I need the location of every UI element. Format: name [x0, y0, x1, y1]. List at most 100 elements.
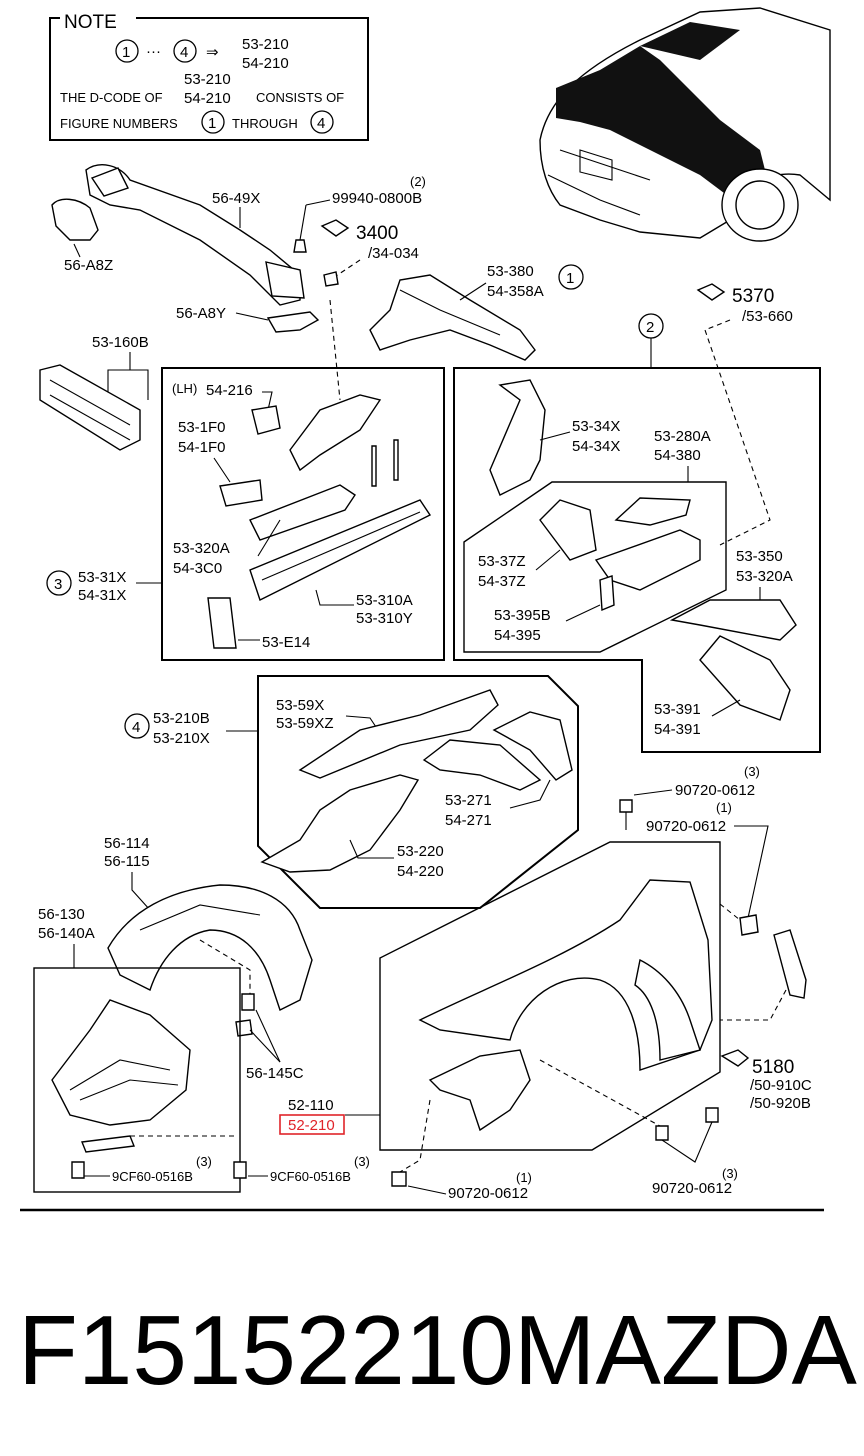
mudguard-group: 56-114 56-115 56-145C 56-130 56-140A (3)…	[33, 835, 370, 1193]
label-52-110: 52-110	[288, 1097, 334, 1114]
fig1-number: 1	[566, 270, 574, 287]
label-53-31x: 53-31X	[78, 569, 126, 586]
note-title: NOTE	[64, 12, 117, 33]
label-54-1f0: 54-1F0	[178, 439, 226, 456]
label-56-130: 56-130	[38, 906, 85, 923]
brand-name: MAZDA	[513, 1295, 857, 1405]
label-53-320a: 53-320A	[173, 540, 230, 557]
label-90720-d: 90720-0612	[652, 1180, 732, 1197]
label-56-49x: 56-49X	[212, 190, 260, 207]
fender-group: (3) 90720-0612 (1) 90720-0612 5180 /50-9…	[279, 764, 812, 1202]
note-circle-to	[173, 39, 197, 63]
label-54-3c0: 54-3C0	[173, 560, 222, 577]
label-54-380: 54-380	[654, 447, 701, 464]
label-53-395b: 53-395B	[494, 607, 551, 624]
ref-3400: 3400	[356, 223, 398, 244]
label-54-358a: 54-358A	[487, 283, 544, 300]
part-number: F15152210	[18, 1295, 514, 1405]
label-56-140a: 56-140A	[38, 925, 95, 942]
note-line1-pre: THE D-CODE OF	[60, 90, 163, 105]
label-53-391: 53-391	[654, 701, 701, 718]
label-90720-b: 90720-0612	[646, 818, 726, 835]
ref-5370-sub: /53-660	[742, 308, 793, 325]
highlight-box	[279, 1114, 345, 1135]
fig2-number: 2	[646, 319, 654, 336]
note-line2-mid: THROUGH	[232, 116, 298, 131]
label-53-310a: 53-310A	[356, 592, 413, 609]
label-53-310y: 53-310Y	[356, 610, 413, 627]
note-fig-from: 1	[208, 115, 216, 132]
ref-5180-sub1: /50-910C	[750, 1077, 812, 1094]
label-90720-qty-b: (1)	[716, 800, 732, 815]
note-arrow: ⇒	[206, 44, 219, 61]
label-53-210x: 53-210X	[153, 730, 210, 747]
label-53-34x: 53-34X	[572, 418, 620, 435]
label-53-59x: 53-59X	[276, 697, 324, 714]
label-9cf60-qty-b: (3)	[354, 1154, 370, 1169]
note-line1-code: 54-210	[184, 90, 231, 107]
fig3-frame: (LH) 54-216 53-1F0 54-1F0 53-320A 54-3C0…	[46, 299, 445, 661]
label-53-380: 53-380	[487, 263, 534, 280]
strut-brace-group: 56-49X 56-A8Z 56-A8Y (2) 99940-0800B 340…	[51, 164, 426, 333]
ref-5180-sub2: /50-920B	[750, 1095, 811, 1112]
label-54-37z: 54-37Z	[478, 573, 526, 590]
fig4-number: 4	[132, 719, 140, 736]
label-99940: 99940-0800B	[332, 190, 422, 207]
label-9cf60-a: 9CF60-0516B	[112, 1169, 193, 1184]
label-99940-qty: (2)	[410, 174, 426, 189]
fig2-frame: 2 5370 /53-660 53-34X 54-34X 53-280A 54-…	[453, 283, 821, 753]
label-56-145c: 56-145C	[246, 1065, 304, 1082]
label-53-350: 53-350	[736, 548, 783, 565]
label-53-210b: 53-210B	[153, 710, 210, 727]
note-ellipsis: ···	[146, 43, 161, 60]
note-line2-pre: FIGURE NUMBERS	[60, 116, 178, 131]
label-54-271: 54-271	[445, 812, 492, 829]
label-90720-qty-a: (3)	[744, 764, 760, 779]
note-range-to: 4	[180, 44, 188, 61]
label-54-34x: 54-34X	[572, 438, 620, 455]
label-90720-qty-c: (1)	[516, 1170, 532, 1185]
note-fig-circle-to	[310, 110, 334, 134]
label-56-a8z: 56-A8Z	[64, 257, 113, 274]
note-code-bottom: 54-210	[242, 55, 289, 72]
label-53-280a: 53-280A	[654, 428, 711, 445]
label-9cf60-qty-a: (3)	[196, 1154, 212, 1169]
note-fig-to: 4	[317, 115, 325, 132]
note-box: NOTE 1 ··· 4 ⇒ 53-210 54-210 53-210 THE …	[49, 12, 369, 141]
fig4-frame: 4 53-210B 53-210X 53-59X 53-59XZ 53-271 …	[124, 675, 579, 909]
label-90720-c: 90720-0612	[448, 1185, 528, 1202]
label-90720-a: 90720-0612	[675, 782, 755, 799]
label-90720-qty-d: (3)	[722, 1166, 738, 1181]
fig3-circle	[46, 570, 72, 596]
label-52-210: 52-210	[288, 1117, 335, 1134]
label-53-37z: 53-37Z	[478, 553, 526, 570]
label-9cf60-b: 9CF60-0516B	[270, 1169, 351, 1184]
label-54-220: 54-220	[397, 863, 444, 880]
label-53-160b: 53-160B	[92, 334, 149, 351]
label-54-216: 54-216	[206, 382, 253, 399]
note-fig-circle-from	[201, 110, 225, 134]
label-56-114: 56-114	[104, 835, 150, 852]
label-54-395: 54-395	[494, 627, 541, 644]
part-53-380-group: 53-380 54-358A 1	[369, 263, 584, 361]
note-range-from: 1	[122, 44, 130, 61]
label-53-e14: 53-E14	[262, 634, 310, 651]
label-54-31x: 54-31X	[78, 587, 126, 604]
label-56-a8y: 56-A8Y	[176, 305, 226, 322]
part-53-160b-group: 53-160B	[39, 334, 149, 451]
part-caption: F15152210 MAZDA	[18, 1290, 857, 1410]
label-53-320a-b: 53-320A	[736, 568, 793, 585]
fig4-circle	[124, 713, 150, 739]
label-53-59xz: 53-59XZ	[276, 715, 334, 732]
label-53-271: 53-271	[445, 792, 492, 809]
label-56-115: 56-115	[104, 853, 150, 870]
note-line1-post: CONSISTS OF	[256, 90, 344, 105]
label-53-1f0: 53-1F0	[178, 419, 226, 436]
ref-5180: 5180	[752, 1057, 794, 1078]
note-code-top: 53-210	[242, 36, 289, 53]
fig1-circle	[558, 264, 584, 290]
fig3-number: 3	[54, 576, 62, 593]
label-53-220: 53-220	[397, 843, 444, 860]
label-lh: (LH)	[172, 381, 197, 396]
note-dcode-top: 53-210	[184, 71, 231, 88]
